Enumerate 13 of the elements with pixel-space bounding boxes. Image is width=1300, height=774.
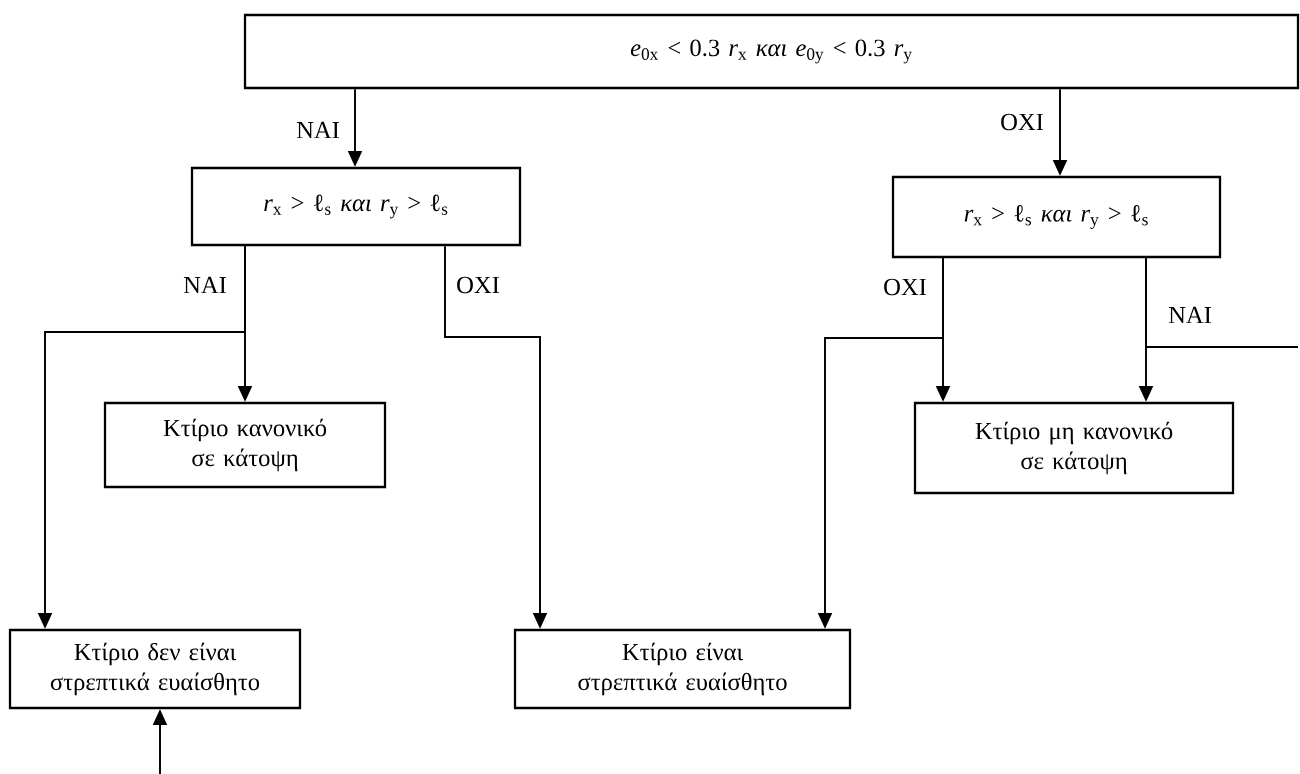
- edge-label: ΟΧΙ: [457, 276, 499, 294]
- condition-box: r$_{x}$ > ℓ$_{s}$ και r$_{y}$ > ℓ$_{s}$: [190, 166, 522, 247]
- edge-label: ΝΑΙ: [1168, 306, 1211, 324]
- edge-label: ΟΧΙ: [1001, 113, 1043, 131]
- result-box: Κτίριο κανονικό σε κάτοψη: [103, 401, 387, 489]
- condition-box: r$_{x}$ > ℓ$_{s}$ και r$_{y}$ > ℓ$_{s}$: [891, 175, 1222, 259]
- edge-label: ΝΑΙ: [183, 276, 226, 294]
- condition-box: e$_{0x}$ < 0.3 r$_{x}$ και e$_{0y}$ < 0.3 r$_{y}$: [243, 13, 1300, 90]
- result-box: Κτίριο μη κανονικό σε κάτοψη: [913, 401, 1235, 495]
- edge-label: ΟΧΙ: [884, 278, 926, 296]
- result-box: Κτίριο δεν είναι στρεπτικά ευαίσθητο: [8, 628, 302, 710]
- edge-label: ΝΑΙ: [296, 121, 339, 139]
- result-box: Κτίριο είναι στρεπτικά ευαίσθητο: [513, 628, 852, 710]
